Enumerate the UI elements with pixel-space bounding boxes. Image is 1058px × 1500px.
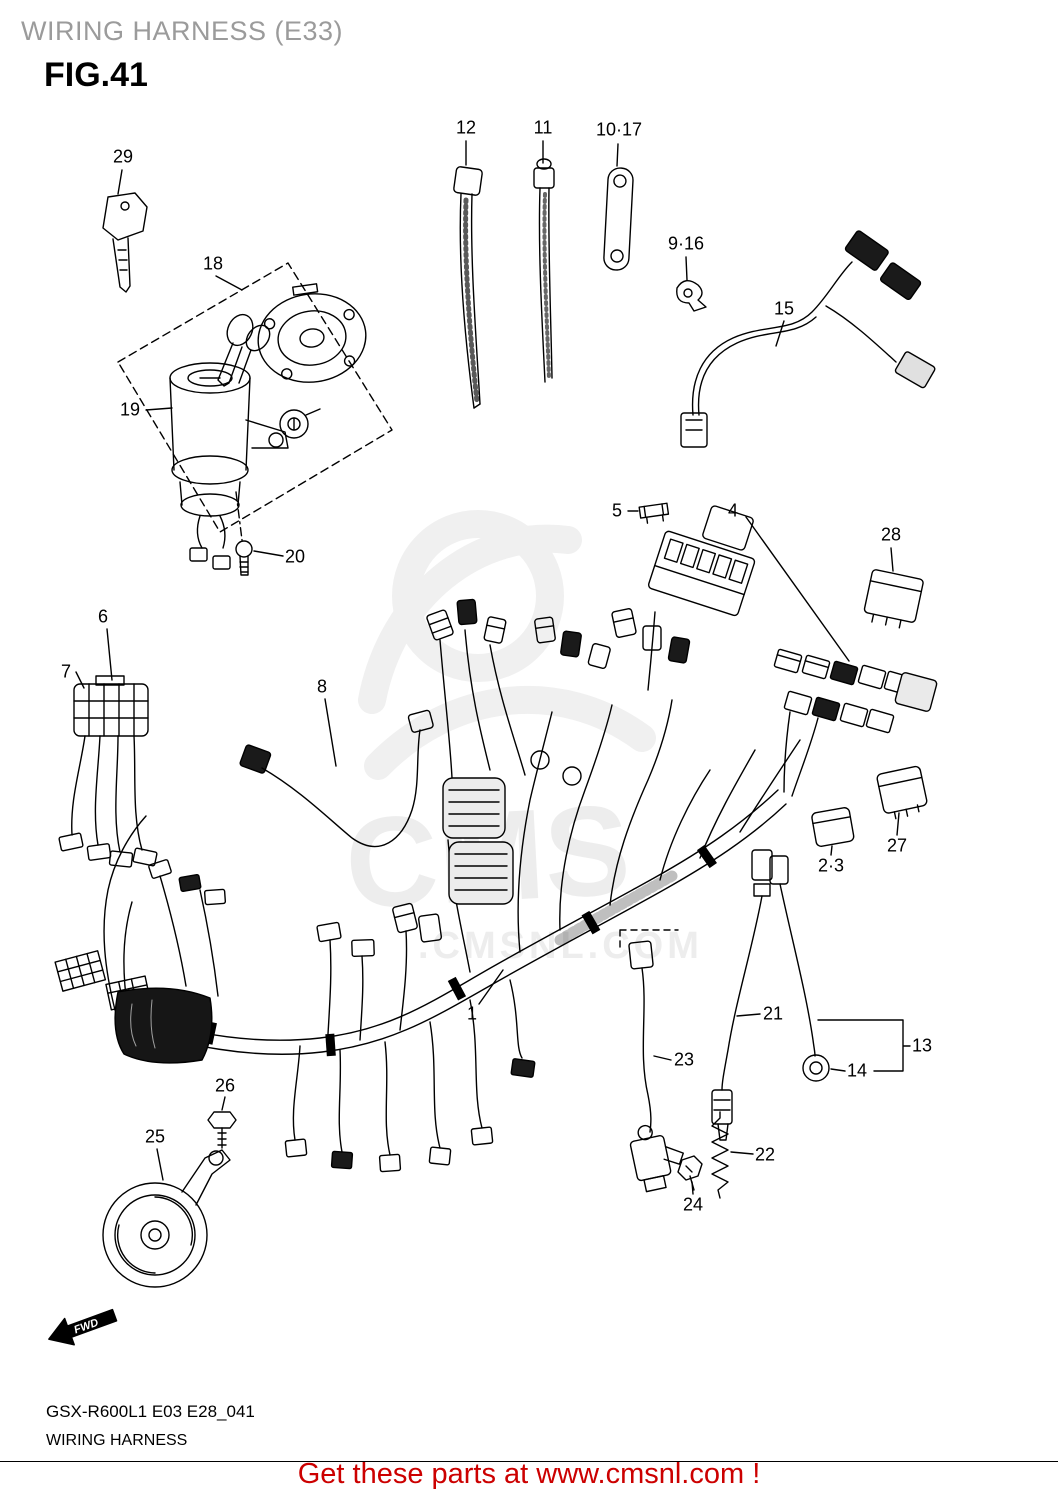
model-code: GSX-R600L1 E03 E28_041 — [46, 1402, 255, 1421]
switch-lead-23 — [619, 929, 684, 1193]
bracket-strap — [603, 167, 634, 271]
fuse — [638, 502, 670, 524]
cable-tie-large — [453, 166, 483, 409]
watermark: CMS .CMSNL.COM — [342, 510, 699, 967]
cable-tie-small — [533, 158, 555, 383]
screw-20 — [235, 540, 253, 576]
bolt-26 — [207, 1111, 237, 1149]
bolt-24 — [677, 1155, 703, 1191]
figure-title: WIRING HARNESS — [46, 1432, 188, 1449]
ring-terminal-lead — [769, 855, 830, 1082]
leader-lines — [75, 140, 911, 1195]
seat-lock — [279, 408, 321, 439]
group-box-18 — [117, 262, 393, 533]
relay-2-3 — [811, 807, 855, 847]
fwd-arrow: FWD — [48, 1308, 118, 1346]
fwd-label: FWD — [72, 1317, 100, 1337]
multi-pin-connector — [58, 675, 158, 868]
ignition-switch — [169, 313, 289, 570]
sub-harness — [680, 230, 936, 448]
sensor-lead-21 — [711, 849, 773, 1141]
page-title: WIRING HARNESS (E33) — [21, 16, 344, 46]
relay-27 — [876, 765, 928, 820]
horn — [102, 1149, 231, 1288]
key — [102, 192, 148, 293]
relay-28 — [863, 569, 924, 629]
wire-clamp — [676, 280, 707, 312]
figure-number: FIG.41 — [44, 56, 148, 94]
promo-link[interactable]: Get these parts at www.cmsnl.com ! — [297, 1458, 761, 1490]
main-harness — [54, 598, 938, 1173]
fuel-cap — [257, 283, 367, 383]
spring — [711, 1111, 729, 1199]
lead-wire — [239, 709, 434, 848]
footer-divider — [0, 1461, 1058, 1462]
fuse-box — [647, 505, 756, 617]
